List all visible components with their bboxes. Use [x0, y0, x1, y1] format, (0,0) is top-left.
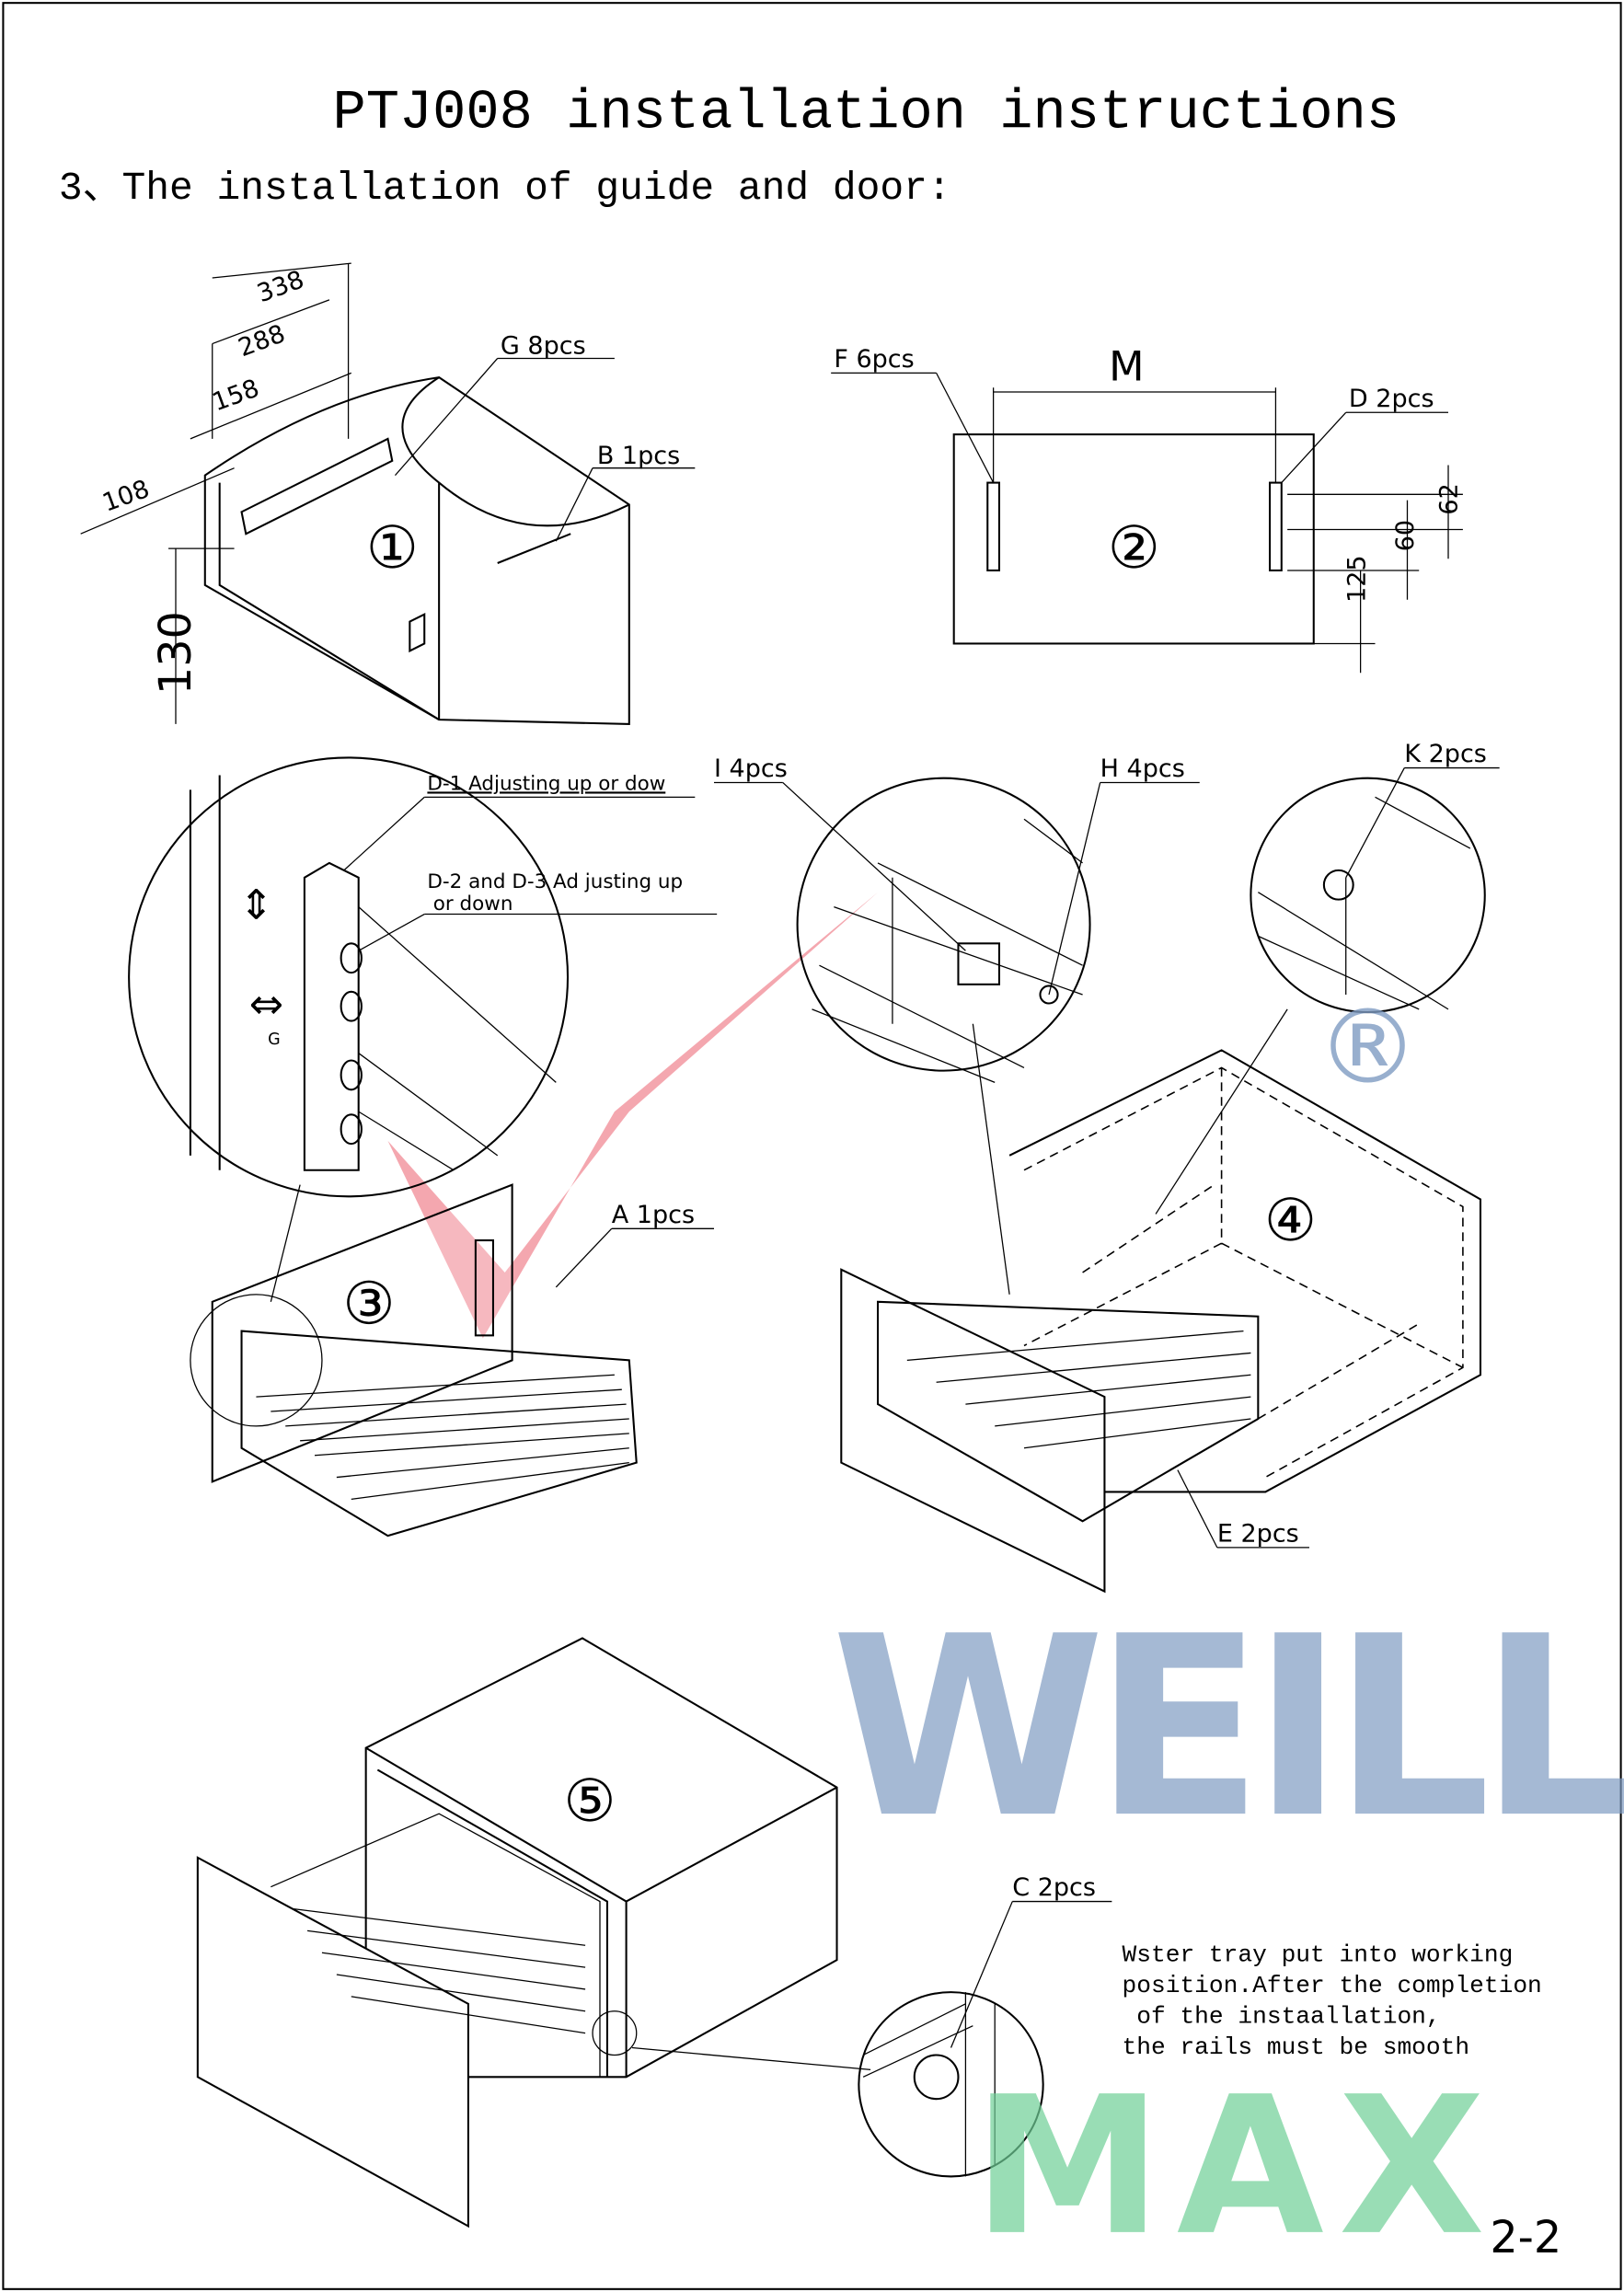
note-line: position.After the completion [1123, 1972, 1542, 1999]
label-a-1pcs: A 1pcs [612, 1201, 695, 1229]
step4-cabinet-diagram: ④ E 2pcs [840, 1008, 1482, 1594]
section-heading: 3、The installation of guide and door: [59, 166, 951, 211]
watermark-logo: WEILL MAX ® [831, 988, 1624, 2276]
detail-clip-circle: I 4pcs H 4pcs [713, 754, 1200, 1083]
step3-basket-diagram: ③ A 1pcs [190, 1183, 714, 1538]
note-line: the rails must be smooth [1123, 2033, 1470, 2061]
detail-bracket-circle: K 2pcs [1250, 740, 1500, 1014]
step2-door-diagram: ② M F 6pcs D 2pcs 62 60 125 [831, 343, 1464, 674]
page-number: 2-2 [1490, 2213, 1561, 2263]
step4-number: ④ [1264, 1186, 1317, 1254]
label-c-2pcs: C 2pcs [1012, 1873, 1096, 1902]
label-d23-adjust-1: D-2 and D-3 Ad justing up [427, 870, 683, 893]
watermark-word-max: MAX [973, 2056, 1500, 2277]
label-g-8pcs: G 8pcs [501, 332, 586, 361]
registered-mark-icon: ® [1317, 988, 1419, 1107]
label-d-2pcs: D 2pcs [1349, 385, 1434, 413]
label-i-4pcs: I 4pcs [714, 754, 788, 783]
page-title: PTJ008 installation instructions [332, 82, 1399, 144]
label-d1-adjust: D-1 Adjusting up or dow [427, 772, 665, 795]
note-line: Wster tray put into working [1123, 1941, 1514, 1969]
detail-adjustment-circle: ⇕ ⇔ D-1 Adjusting up or dow D-2 and D-3 … [128, 756, 718, 1198]
up-down-arrow-icon: ⇕ [239, 881, 273, 928]
label-b-1pcs: B 1pcs [597, 442, 680, 470]
label-k-2pcs: K 2pcs [1404, 740, 1487, 768]
dim-62: 62 [1435, 483, 1464, 514]
dim-108: 108 [98, 475, 153, 518]
label-d23-adjust-2: or down [433, 893, 513, 916]
dim-130: 130 [151, 611, 202, 695]
label-h-4pcs: H 4pcs [1100, 754, 1185, 783]
step1-drawer-diagram: ① 338 288 158 108 130 G 8pcs B 1pcs [80, 262, 696, 725]
note-line: of the instaallation, [1123, 2003, 1441, 2031]
label-f-6pcs: F 6pcs [834, 345, 914, 374]
dim-338: 338 [253, 265, 307, 308]
dim-m: M [1109, 343, 1144, 390]
dim-288: 288 [235, 319, 289, 363]
label-g: G [268, 1031, 281, 1049]
step1-number: ① [366, 513, 419, 582]
dim-125: 125 [1342, 555, 1371, 603]
dim-158: 158 [209, 374, 263, 418]
dim-60: 60 [1391, 520, 1420, 551]
step2-number: ② [1108, 513, 1160, 582]
step3-number: ③ [342, 1270, 395, 1338]
left-right-arrow-icon: ⇔ [249, 981, 283, 1028]
step5-number: ⑤ [563, 1767, 616, 1835]
completion-note: Wster tray put into working position.Aft… [1123, 1941, 1542, 2061]
step5-closed-drawer-diagram: ⑤ C 2pcs [196, 1637, 1112, 2229]
label-e-2pcs: E 2pcs [1217, 1520, 1299, 1549]
watermark-word-weill: WEILL [831, 1583, 1624, 1872]
